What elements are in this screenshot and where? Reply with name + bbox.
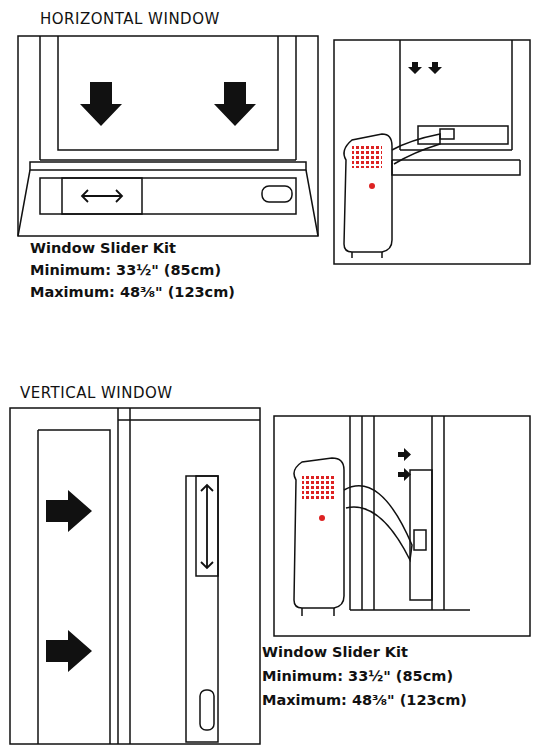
indicator [369, 183, 375, 189]
kit-name: Window Slider Kit [262, 644, 408, 660]
section-heading: VERTICAL WINDOW [20, 384, 173, 402]
minimum-size: Minimum: 33½" (85cm) [30, 262, 221, 278]
vertical-window [10, 408, 260, 744]
horizontal-window [18, 36, 318, 236]
section-heading: HORIZONTAL WINDOW [40, 10, 220, 28]
direction-arrows [46, 62, 442, 672]
indicator [319, 515, 325, 521]
control-panel [352, 146, 382, 168]
maximum-size: Maximum: 48⅜" (123cm) [30, 284, 235, 300]
horizontal-install-view [334, 40, 530, 264]
kit-name: Window Slider Kit [30, 240, 176, 256]
vertical-install-view [274, 416, 530, 636]
control-panel [302, 474, 334, 500]
minimum-size: Minimum: 33½" (85cm) [262, 668, 453, 684]
maximum-size: Maximum: 48⅜" (123cm) [262, 692, 467, 708]
